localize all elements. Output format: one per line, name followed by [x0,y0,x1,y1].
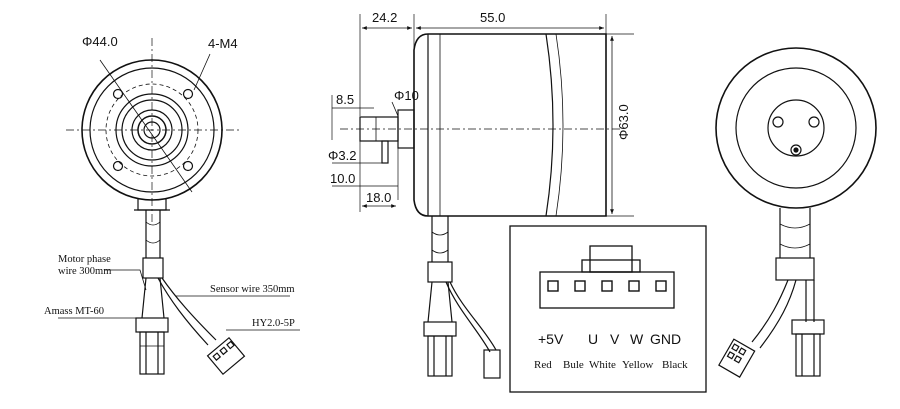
side-length-front-label: 24.2 [372,10,397,25]
pin-label-w: W [630,331,644,347]
motor-phase-label-line2: wire 300mm [58,266,111,277]
pin-label-u: U [588,331,598,347]
side-diameter-label: Φ63.0 [616,104,631,140]
pin-1-icon [547,280,559,292]
wire-color-yellow: Yellow [622,359,653,371]
sensor-wire-label: Sensor wire 350mm [210,284,295,295]
front-holes-label: 4-M4 [208,36,238,51]
wire-color-black: Black [662,359,688,371]
side-length-body-label: 55.0 [480,10,505,25]
pin-label-gnd: GND [650,331,681,347]
pin-labels: +5V U V W GND [538,331,681,347]
side-shaft-length-label: 18.0 [366,190,391,205]
side-shaft-flat-label: 8.5 [336,92,354,107]
amass-connector-label: Amass MT-60 [44,306,104,317]
wire-labels: Motor phase wire 300mm Sensor wire 350mm… [44,254,295,329]
motor-phase-label-line1: Motor phase [58,254,111,265]
side-key-diameter-label: Φ3.2 [328,148,356,163]
wire-color-blue: Bule [563,359,584,371]
pin-4-icon [628,280,640,292]
pin-2-icon [574,280,586,292]
dimension-labels: Φ44.0 4-M4 24.2 55.0 Φ63.0 8.5 Φ10 Φ3.2 … [82,10,631,205]
hy-connector-label: HY2.0-5P [252,318,295,329]
side-key-height-label: 10.0 [330,171,355,186]
back-view [715,47,877,378]
wire-color-labels: Red Bule White Yellow Black [534,359,688,371]
wire-color-red: Red [534,359,552,371]
front-view [58,38,300,376]
pin-5-icon [655,280,667,292]
pin-label-5v: +5V [538,331,564,347]
front-bolt-circle-label: Φ44.0 [82,34,118,49]
side-shaft-diameter-label: Φ10 [394,88,419,103]
side-view [331,14,634,379]
pin-3-icon [601,280,613,292]
wire-color-white: White [589,359,616,371]
connector-pinout-box [509,225,707,393]
pin-label-v: V [610,331,620,347]
